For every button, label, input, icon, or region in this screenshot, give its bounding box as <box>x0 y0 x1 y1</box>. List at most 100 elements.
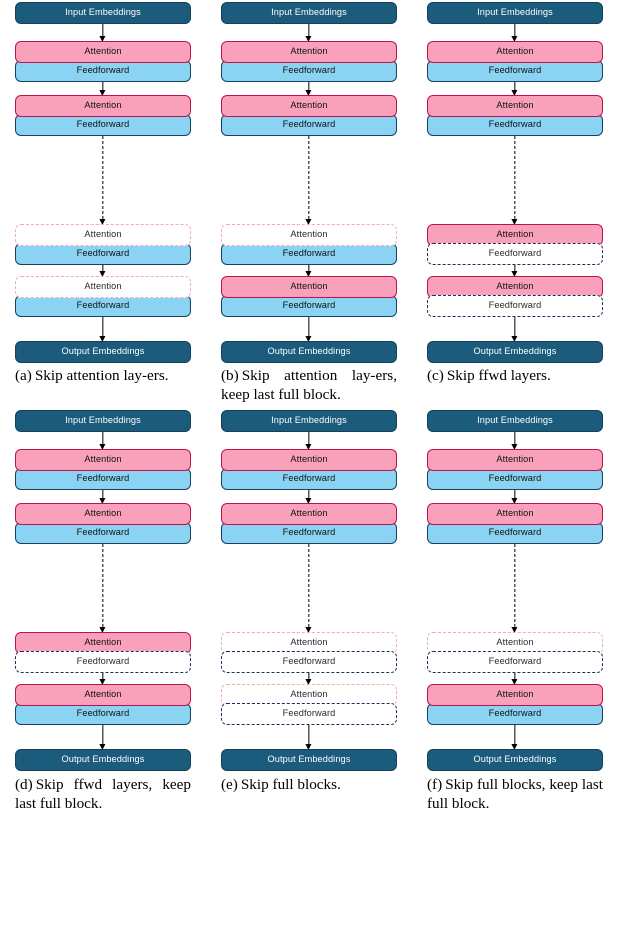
ellipsis-connector-arrow <box>15 544 191 634</box>
connector-line <box>514 432 516 445</box>
caption-text-a: Skip attention lay-ers. <box>34 367 169 384</box>
connector-line <box>102 265 104 271</box>
feedforward-layer-box-skipped: Feedforward <box>15 651 191 674</box>
caption-label-f: (f) <box>427 776 443 794</box>
attention-layer-box: Attention <box>15 449 191 472</box>
input-embeddings-box: Input Embeddings <box>221 410 397 433</box>
caption-label-a: (a) <box>15 367 32 384</box>
feedforward-layer-box: Feedforward <box>221 243 397 265</box>
feedforward-layer-box: Feedforward <box>15 114 191 136</box>
output-embeddings-box: Output Embeddings <box>427 749 603 772</box>
arrow-head-icon <box>99 219 106 225</box>
connector-line <box>102 432 104 445</box>
arrow-head-icon <box>511 744 518 751</box>
attention-layer-box: Attention <box>221 41 397 63</box>
output-embeddings-box: Output Embeddings <box>15 749 191 772</box>
connector-line <box>308 544 310 628</box>
connector-line <box>102 725 104 745</box>
arrow-head-icon <box>99 36 106 42</box>
arrow-head-icon <box>511 498 518 505</box>
feedforward-layer-box: Feedforward <box>221 295 397 317</box>
caption-text-c: Skip ffwd layers. <box>446 367 551 384</box>
feedforward-layer-box: Feedforward <box>221 60 397 82</box>
connector-arrow <box>221 725 397 751</box>
feedforward-layer-box: Feedforward <box>15 60 191 82</box>
input-embeddings-box: Input Embeddings <box>15 2 191 24</box>
connector-arrow <box>427 673 603 686</box>
caption-text-e: Skip full blocks. <box>240 776 341 794</box>
attention-layer-box: Attention <box>427 41 603 63</box>
arrow-head-icon <box>305 336 312 342</box>
input-embeddings-box: Input Embeddings <box>427 410 603 433</box>
connector-line <box>308 673 310 680</box>
ellipsis-connector-arrow <box>221 136 397 225</box>
connector-line <box>308 265 310 271</box>
ellipsis-connector-arrow <box>15 136 191 225</box>
arrow-head-icon <box>305 627 312 634</box>
attention-layer-box: Attention <box>15 503 191 526</box>
connector-arrow <box>427 317 603 342</box>
arrow-head-icon <box>99 744 106 751</box>
connector-arrow <box>15 265 191 277</box>
connector-line <box>514 544 516 628</box>
panel-caption-b: (b)Skip attention lay-ers, keep last ful… <box>221 367 397 404</box>
feedforward-layer-box: Feedforward <box>221 114 397 136</box>
arrow-head-icon <box>99 336 106 342</box>
arrow-head-icon <box>305 744 312 751</box>
feedforward-layer-box-skipped: Feedforward <box>427 295 603 317</box>
ellipsis-connector-arrow <box>427 544 603 634</box>
attention-layer-box: Attention <box>221 503 397 526</box>
output-embeddings-box: Output Embeddings <box>15 341 191 363</box>
arrow-head-icon <box>305 36 312 42</box>
feedforward-layer-box-skipped: Feedforward <box>221 651 397 674</box>
connector-line <box>514 673 516 680</box>
ellipsis-connector-arrow <box>221 544 397 634</box>
panel-caption-e: (e)Skip full blocks. <box>221 776 397 795</box>
arrow-head-icon <box>511 90 518 96</box>
arrow-head-icon <box>511 36 518 42</box>
connector-arrow <box>427 432 603 451</box>
connector-line <box>514 490 516 499</box>
caption-text-f: Skip full blocks, keep last full block. <box>427 776 603 812</box>
connector-line <box>308 317 310 336</box>
attention-layer-box: Attention <box>427 503 603 526</box>
attention-layer-box-skipped: Attention <box>221 224 397 246</box>
connector-line <box>514 82 516 90</box>
arrow-head-icon <box>99 90 106 96</box>
output-embeddings-box: Output Embeddings <box>221 749 397 772</box>
connector-line <box>514 317 516 336</box>
attention-layer-box-skipped: Attention <box>15 276 191 298</box>
feedforward-layer-box: Feedforward <box>15 243 191 265</box>
panel-caption-c: (c)Skip ffwd layers. <box>427 367 603 386</box>
arrow-head-icon <box>305 498 312 505</box>
feedforward-layer-box: Feedforward <box>427 60 603 82</box>
attention-layer-box: Attention <box>15 41 191 63</box>
feedforward-layer-box: Feedforward <box>221 468 397 491</box>
attention-layer-box: Attention <box>427 684 603 707</box>
arrow-head-icon <box>305 219 312 225</box>
connector-line <box>308 432 310 445</box>
connector-arrow <box>221 490 397 505</box>
feedforward-layer-box-skipped: Feedforward <box>221 703 397 726</box>
arrow-head-icon <box>99 679 106 686</box>
feedforward-layer-box: Feedforward <box>427 703 603 726</box>
output-embeddings-box: Output Embeddings <box>221 341 397 363</box>
